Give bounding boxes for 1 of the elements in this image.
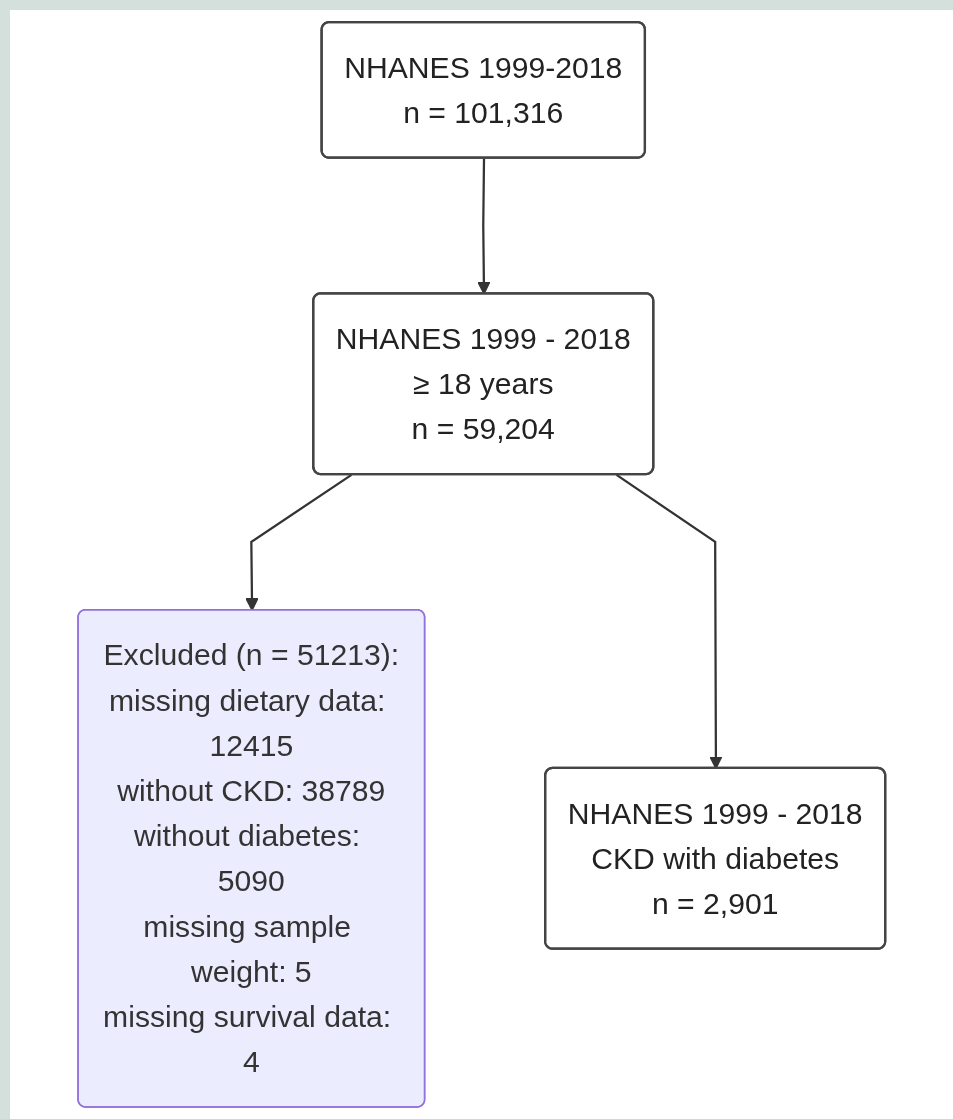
flowchart: NHANES 1999-2018 n = 101,316 NHANES 1999 - 2018 ≥ 18 years n = 59,204 Excluded (n = 51213): missing dietary data: 12415 without CKD: 38789 without diabetes: 5090 missing sample weight: 5 missing survival data: 4 NHANES 1999 - 2018 CKD with diabetes n = 2,901	[65, 10, 898, 1119]
